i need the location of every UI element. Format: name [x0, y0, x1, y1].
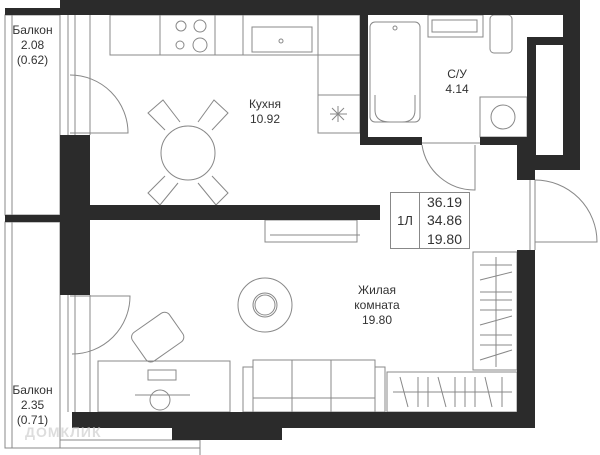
room-name: С/У [447, 67, 467, 81]
thin-lines [4, 14, 598, 455]
room-area: 4.14 [445, 82, 469, 96]
room-name: Кухня [248, 97, 282, 111]
room-name: Балкон [12, 383, 53, 397]
bathroom-label: С/У 4.14 [427, 67, 487, 97]
room-name: Жилая [358, 283, 396, 297]
room-area: 2.08 [20, 38, 45, 52]
balcony-top-label: Балкон 2.08 (0.62) [5, 23, 60, 68]
balcony-bottom-label: Балкон 2.35 (0.71) [5, 383, 60, 428]
room-area: 19.80 [361, 313, 393, 327]
watermark: ДОМКЛИК [25, 424, 102, 440]
apartment-type: 1Л [391, 193, 420, 248]
hangers [399, 264, 513, 408]
kitchen-label: Кухня 10.92 [225, 97, 305, 127]
area-without-balcony: 34.86 [426, 212, 463, 229]
living-room-label: Жилая комната 19.80 [337, 283, 417, 328]
room-area: 10.92 [249, 112, 281, 126]
living-area: 19.80 [426, 230, 463, 247]
room-area-reduced: (0.62) [16, 53, 49, 67]
room-name: Балкон [12, 23, 53, 37]
area-summary-box: 1Л 36.19 34.86 19.80 [390, 192, 470, 249]
room-area-reduced: (0.71) [16, 413, 49, 427]
walls [5, 0, 580, 440]
room-name: комната [354, 298, 400, 312]
total-area: 36.19 [426, 194, 463, 211]
room-area: 2.35 [20, 398, 45, 412]
